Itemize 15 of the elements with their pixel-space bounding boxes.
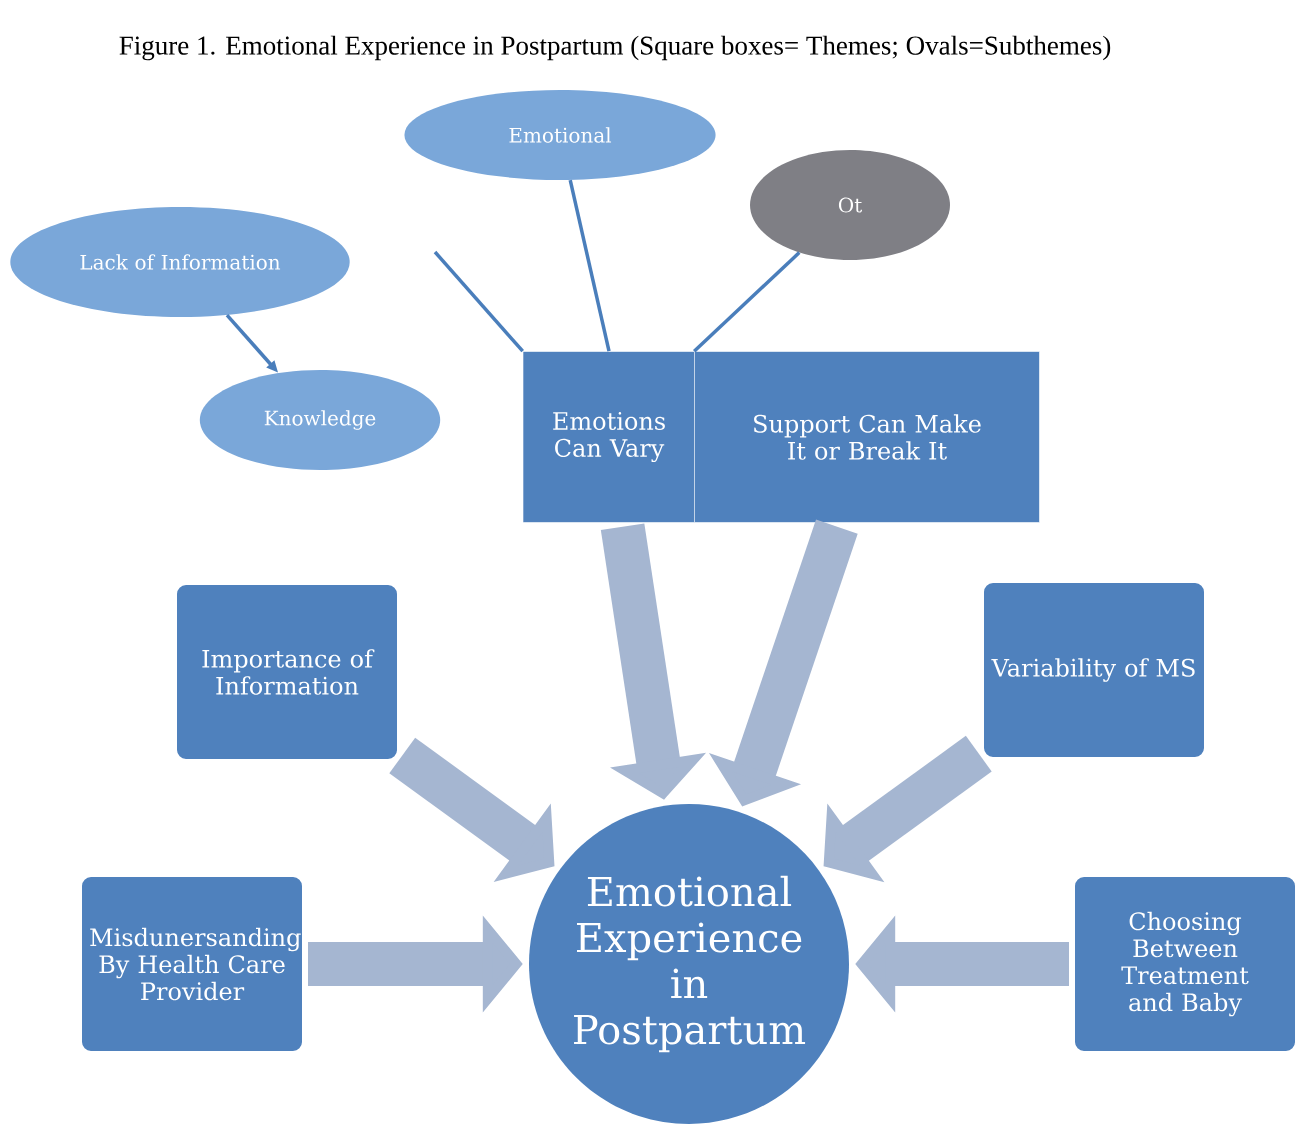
theme-box: Variability of MS (982, 581, 1206, 759)
theme-box: Support Can Make It or Break It (694, 351, 1040, 523)
theme-box: Choosing Between Treatment and Baby (1073, 875, 1296, 1053)
connector-line (433, 250, 525, 353)
connector-line (568, 179, 611, 352)
subtheme-oval: Emotional (404, 90, 716, 180)
subtheme-oval: Lack of Information (10, 207, 350, 317)
title: Figure 1. Emotional Experience in Postpartum (Square boxes= Themes; Ovals=Subthemes) (119, 35, 1111, 61)
theme-box: Emotions Can Vary (522, 351, 696, 523)
theme-box: Misdunersanding By Health Care Provider (80, 875, 304, 1053)
block-arrow (823, 735, 992, 883)
theme-box: Importance of Information (175, 583, 399, 761)
connector-line (693, 251, 801, 353)
subtheme-oval: Ot (750, 150, 950, 260)
subtheme-oval: Knowledge (199, 370, 441, 470)
